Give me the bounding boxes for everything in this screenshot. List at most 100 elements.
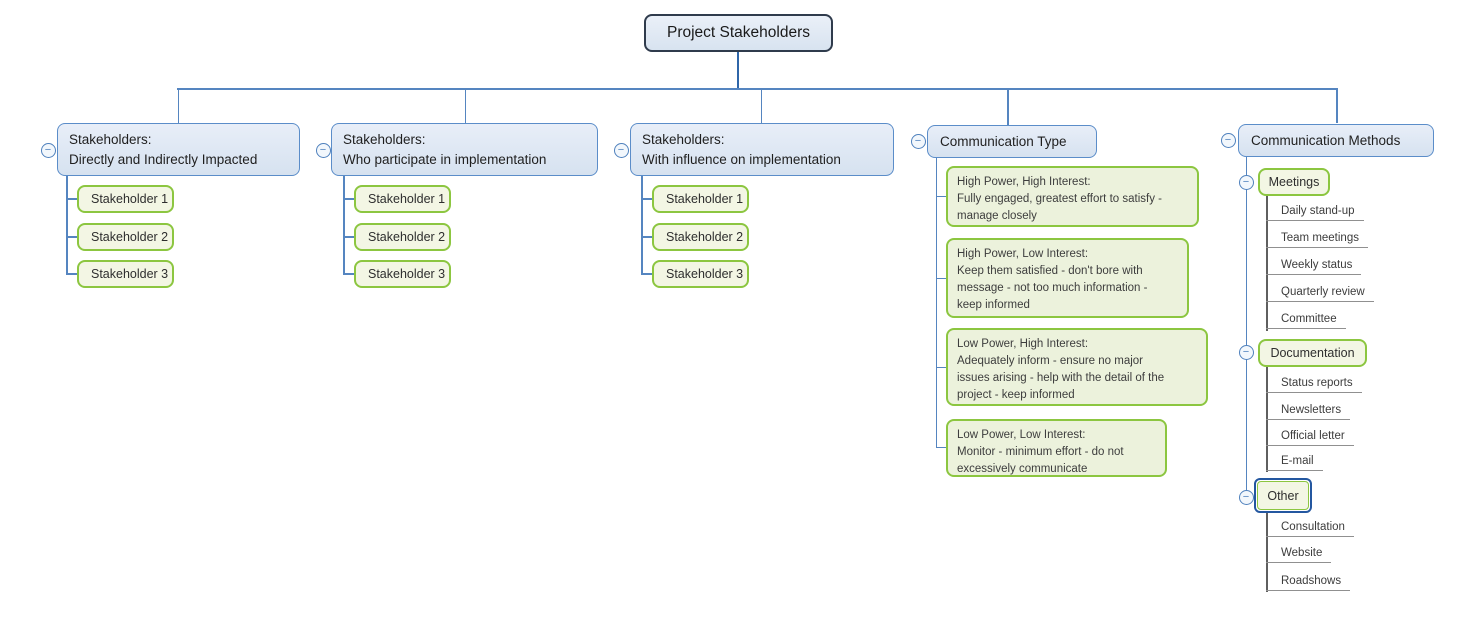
note-heading: Low Power, High Interest: — [957, 338, 1089, 350]
connector-line — [935, 277, 946, 279]
note-line: Monitor - minimum effort - do not — [957, 446, 1124, 458]
connector-line — [1007, 88, 1009, 125]
line-item-team-meetings[interactable]: Team meetings — [1266, 226, 1368, 248]
minus-glyph: − — [44, 143, 52, 156]
branch-topic-participate[interactable]: Stakeholders: Who participate in impleme… — [331, 123, 598, 176]
connector-line — [935, 446, 946, 448]
minus-glyph: − — [319, 143, 327, 156]
subtopic-stakeholder[interactable]: Stakeholder 1 — [77, 185, 174, 213]
line-item-weekly-status[interactable]: Weekly status — [1266, 253, 1362, 275]
group-label: Other — [1267, 488, 1299, 503]
connector-line — [1266, 367, 1268, 472]
line-item-committee[interactable]: Committee — [1266, 307, 1346, 329]
branch-title: Communication Methods — [1251, 133, 1401, 148]
connector-line — [66, 176, 68, 274]
branch-title-line: Directly and Indirectly Impacted — [69, 152, 258, 167]
connector-line — [177, 88, 180, 123]
group-topic-meetings[interactable]: Meetings — [1258, 168, 1330, 196]
branch-title-line: Stakeholders: — [642, 132, 725, 147]
collapse-icon[interactable]: − — [910, 133, 926, 149]
branch-title-line: Stakeholders: — [69, 132, 152, 147]
connector-line — [935, 195, 946, 197]
connector-line — [1245, 157, 1247, 497]
line-item-status-reports[interactable]: Status reports — [1266, 371, 1362, 393]
group-label: Meetings — [1268, 175, 1320, 189]
branch-topic-influence[interactable]: Stakeholders: With influence on implemen… — [630, 123, 894, 176]
connector-line — [935, 366, 946, 368]
branch-title-line: Who participate in implementation — [343, 152, 547, 167]
note-line: Fully engaged, greatest effort to satisf… — [957, 193, 1162, 205]
line-item-official-letter[interactable]: Official letter — [1266, 424, 1354, 446]
subtopic-stakeholder[interactable]: Stakeholder 3 — [77, 260, 174, 288]
connector-line — [1266, 196, 1268, 331]
collapse-icon[interactable]: − — [1238, 345, 1254, 360]
connector-line — [66, 198, 77, 200]
line-item-daily-stand-up[interactable]: Daily stand-up — [1266, 199, 1364, 221]
line-item-website[interactable]: Website — [1266, 541, 1332, 563]
connector-line — [641, 198, 652, 200]
group-topic-documentation[interactable]: Documentation — [1258, 339, 1367, 367]
subtopic-label: Stakeholder 1 — [368, 192, 446, 206]
line-item-newsletters[interactable]: Newsletters — [1266, 398, 1351, 420]
minus-glyph: − — [1242, 490, 1250, 503]
connector-line — [935, 158, 937, 448]
note-low-power-high-interest[interactable]: Low Power, High Interest: Adequately inf… — [946, 328, 1208, 406]
connector-line — [343, 176, 345, 274]
minus-glyph: − — [617, 143, 625, 156]
subtopic-stakeholder[interactable]: Stakeholder 2 — [652, 223, 749, 251]
branch-title-line: With influence on implementation — [642, 152, 841, 167]
connector-line — [177, 88, 1337, 90]
subtopic-stakeholder[interactable]: Stakeholder 2 — [354, 223, 451, 251]
minus-glyph: − — [914, 134, 922, 147]
collapse-icon[interactable]: − — [40, 142, 56, 158]
subtopic-stakeholder[interactable]: Stakeholder 2 — [77, 223, 174, 251]
connector-line — [641, 176, 643, 274]
collapse-icon[interactable]: − — [315, 142, 331, 158]
note-line: message - not too much information - — [957, 282, 1148, 294]
collapse-icon[interactable]: − — [1238, 174, 1254, 190]
branch-topic-impacted[interactable]: Stakeholders: Directly and Indirectly Im… — [57, 123, 300, 176]
subtopic-stakeholder[interactable]: Stakeholder 1 — [354, 185, 451, 213]
minus-glyph: − — [1224, 133, 1232, 146]
note-line: issues arising - help with the detail of… — [957, 372, 1165, 384]
note-high-power-high-interest[interactable]: High Power, High Interest: Fully engaged… — [946, 166, 1199, 227]
group-topic-other: Other — [1257, 481, 1309, 510]
connector-line — [343, 273, 354, 275]
connector-line — [641, 236, 652, 238]
root-topic-label: Project Stakeholders — [666, 24, 811, 41]
line-item-e-mail[interactable]: E-mail — [1266, 449, 1323, 471]
group-topic-other-selected[interactable]: Other — [1254, 478, 1312, 513]
root-topic[interactable]: Project Stakeholders — [644, 14, 833, 52]
note-low-power-low-interest[interactable]: Low Power, Low Interest: Monitor - minim… — [946, 419, 1167, 477]
connector-line — [1266, 513, 1268, 592]
branch-title: Communication Type — [940, 134, 1067, 149]
line-item-consultation[interactable]: Consultation — [1266, 515, 1354, 537]
connector-line — [343, 236, 354, 238]
connector-line — [66, 273, 77, 275]
note-line: Adequately inform - ensure no major — [957, 355, 1144, 367]
connector-line — [641, 273, 652, 275]
group-label: Documentation — [1270, 346, 1355, 360]
collapse-icon[interactable]: − — [613, 142, 629, 158]
collapse-icon[interactable]: − — [1220, 132, 1236, 148]
subtopic-stakeholder[interactable]: Stakeholder 3 — [354, 260, 451, 288]
minus-glyph: − — [1242, 346, 1250, 358]
branch-topic-communication-methods[interactable]: Communication Methods — [1238, 124, 1434, 157]
note-line: project - keep informed — [957, 389, 1075, 401]
subtopic-stakeholder[interactable]: Stakeholder 1 — [652, 185, 749, 213]
subtopic-label: Stakeholder 2 — [368, 230, 446, 244]
subtopic-label: Stakeholder 3 — [666, 267, 744, 281]
branch-topic-communication-type[interactable]: Communication Type — [927, 125, 1097, 158]
line-item-roadshows[interactable]: Roadshows — [1266, 569, 1351, 591]
connector-line — [464, 88, 467, 123]
collapse-icon[interactable]: − — [1238, 489, 1254, 505]
note-line: excessively communicate — [957, 463, 1088, 475]
subtopic-label: Stakeholder 3 — [368, 267, 446, 281]
line-item-quarterly-review[interactable]: Quarterly review — [1266, 280, 1374, 302]
subtopic-label: Stakeholder 1 — [666, 192, 744, 206]
connector-line — [343, 198, 354, 200]
connector-line — [737, 52, 739, 89]
subtopic-stakeholder[interactable]: Stakeholder 3 — [652, 260, 749, 288]
note-high-power-low-interest[interactable]: High Power, Low Interest: Keep them sati… — [946, 238, 1189, 318]
